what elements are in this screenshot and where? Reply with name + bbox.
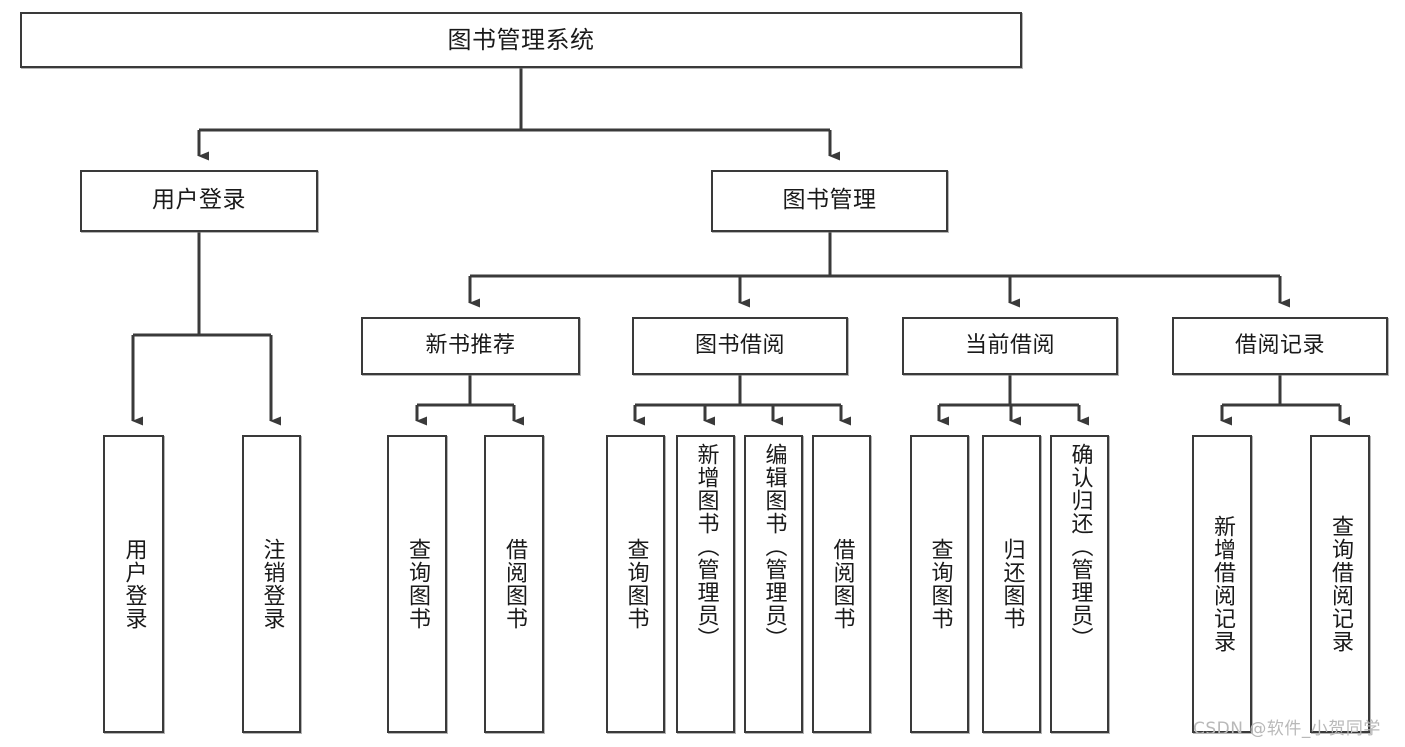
node-leaf-query-book-current[interactable]: 查询图书 — [910, 435, 969, 733]
node-leaf-query-book-borrow[interactable]: 查询图书 — [606, 435, 665, 733]
node-leaf-add-book-admin[interactable]: 新增图书（管理员） — [676, 435, 735, 733]
node-leaf-query-book-borrow-label: 查询图书 — [623, 538, 649, 630]
node-leaf-confirm-return-admin-label: 确认归还（管理员） — [1067, 443, 1093, 650]
node-leaf-borrow-book-label: 借阅图书 — [829, 538, 855, 630]
node-leaf-query-borrow-record-label: 查询借阅记录 — [1327, 515, 1353, 653]
node-borrow-record-label: 借阅记录 — [1234, 332, 1325, 358]
node-new-book-recommend[interactable]: 新书推荐 — [361, 317, 580, 375]
node-root-label: 图书管理系统 — [447, 25, 595, 54]
csdn-watermark: CSDN @软件_小贺同学 — [1193, 719, 1381, 739]
node-leaf-borrow-book-rec[interactable]: 借阅图书 — [484, 435, 544, 733]
node-book-borrow-label: 图书借阅 — [694, 332, 785, 358]
node-leaf-query-book-rec-label: 查询图书 — [404, 538, 430, 630]
node-leaf-add-borrow-record[interactable]: 新增借阅记录 — [1192, 435, 1252, 733]
node-leaf-user-login-label: 用户登录 — [121, 538, 147, 630]
node-leaf-add-book-admin-label: 新增图书（管理员） — [693, 443, 719, 650]
node-current-borrow[interactable]: 当前借阅 — [902, 317, 1118, 375]
node-leaf-user-logout-label: 注销登录 — [259, 538, 285, 630]
node-book-borrow[interactable]: 图书借阅 — [632, 317, 848, 375]
node-leaf-return-book-label: 归还图书 — [999, 538, 1025, 630]
node-leaf-user-login[interactable]: 用户登录 — [103, 435, 164, 733]
node-leaf-query-book-rec[interactable]: 查询图书 — [387, 435, 447, 733]
node-borrow-record[interactable]: 借阅记录 — [1172, 317, 1388, 375]
node-leaf-query-borrow-record[interactable]: 查询借阅记录 — [1310, 435, 1370, 733]
node-book-manage-label: 图书管理 — [782, 187, 877, 214]
node-leaf-edit-book-admin-label: 编辑图书（管理员） — [761, 443, 787, 650]
node-current-borrow-label: 当前借阅 — [964, 332, 1055, 358]
node-leaf-return-book[interactable]: 归还图书 — [982, 435, 1041, 733]
node-leaf-borrow-book[interactable]: 借阅图书 — [812, 435, 871, 733]
node-user-login[interactable]: 用户登录 — [80, 170, 318, 232]
node-leaf-confirm-return-admin[interactable]: 确认归还（管理员） — [1050, 435, 1109, 733]
node-user-login-label: 用户登录 — [152, 187, 246, 214]
node-root[interactable]: 图书管理系统 — [20, 12, 1022, 68]
node-leaf-query-book-current-label: 查询图书 — [927, 538, 953, 630]
node-leaf-user-logout[interactable]: 注销登录 — [242, 435, 301, 733]
node-leaf-edit-book-admin[interactable]: 编辑图书（管理员） — [744, 435, 803, 733]
node-book-manage[interactable]: 图书管理 — [711, 170, 948, 232]
node-new-book-recommend-label: 新书推荐 — [425, 332, 516, 358]
node-leaf-borrow-book-rec-label: 借阅图书 — [501, 538, 527, 630]
node-leaf-add-borrow-record-label: 新增借阅记录 — [1209, 515, 1235, 653]
